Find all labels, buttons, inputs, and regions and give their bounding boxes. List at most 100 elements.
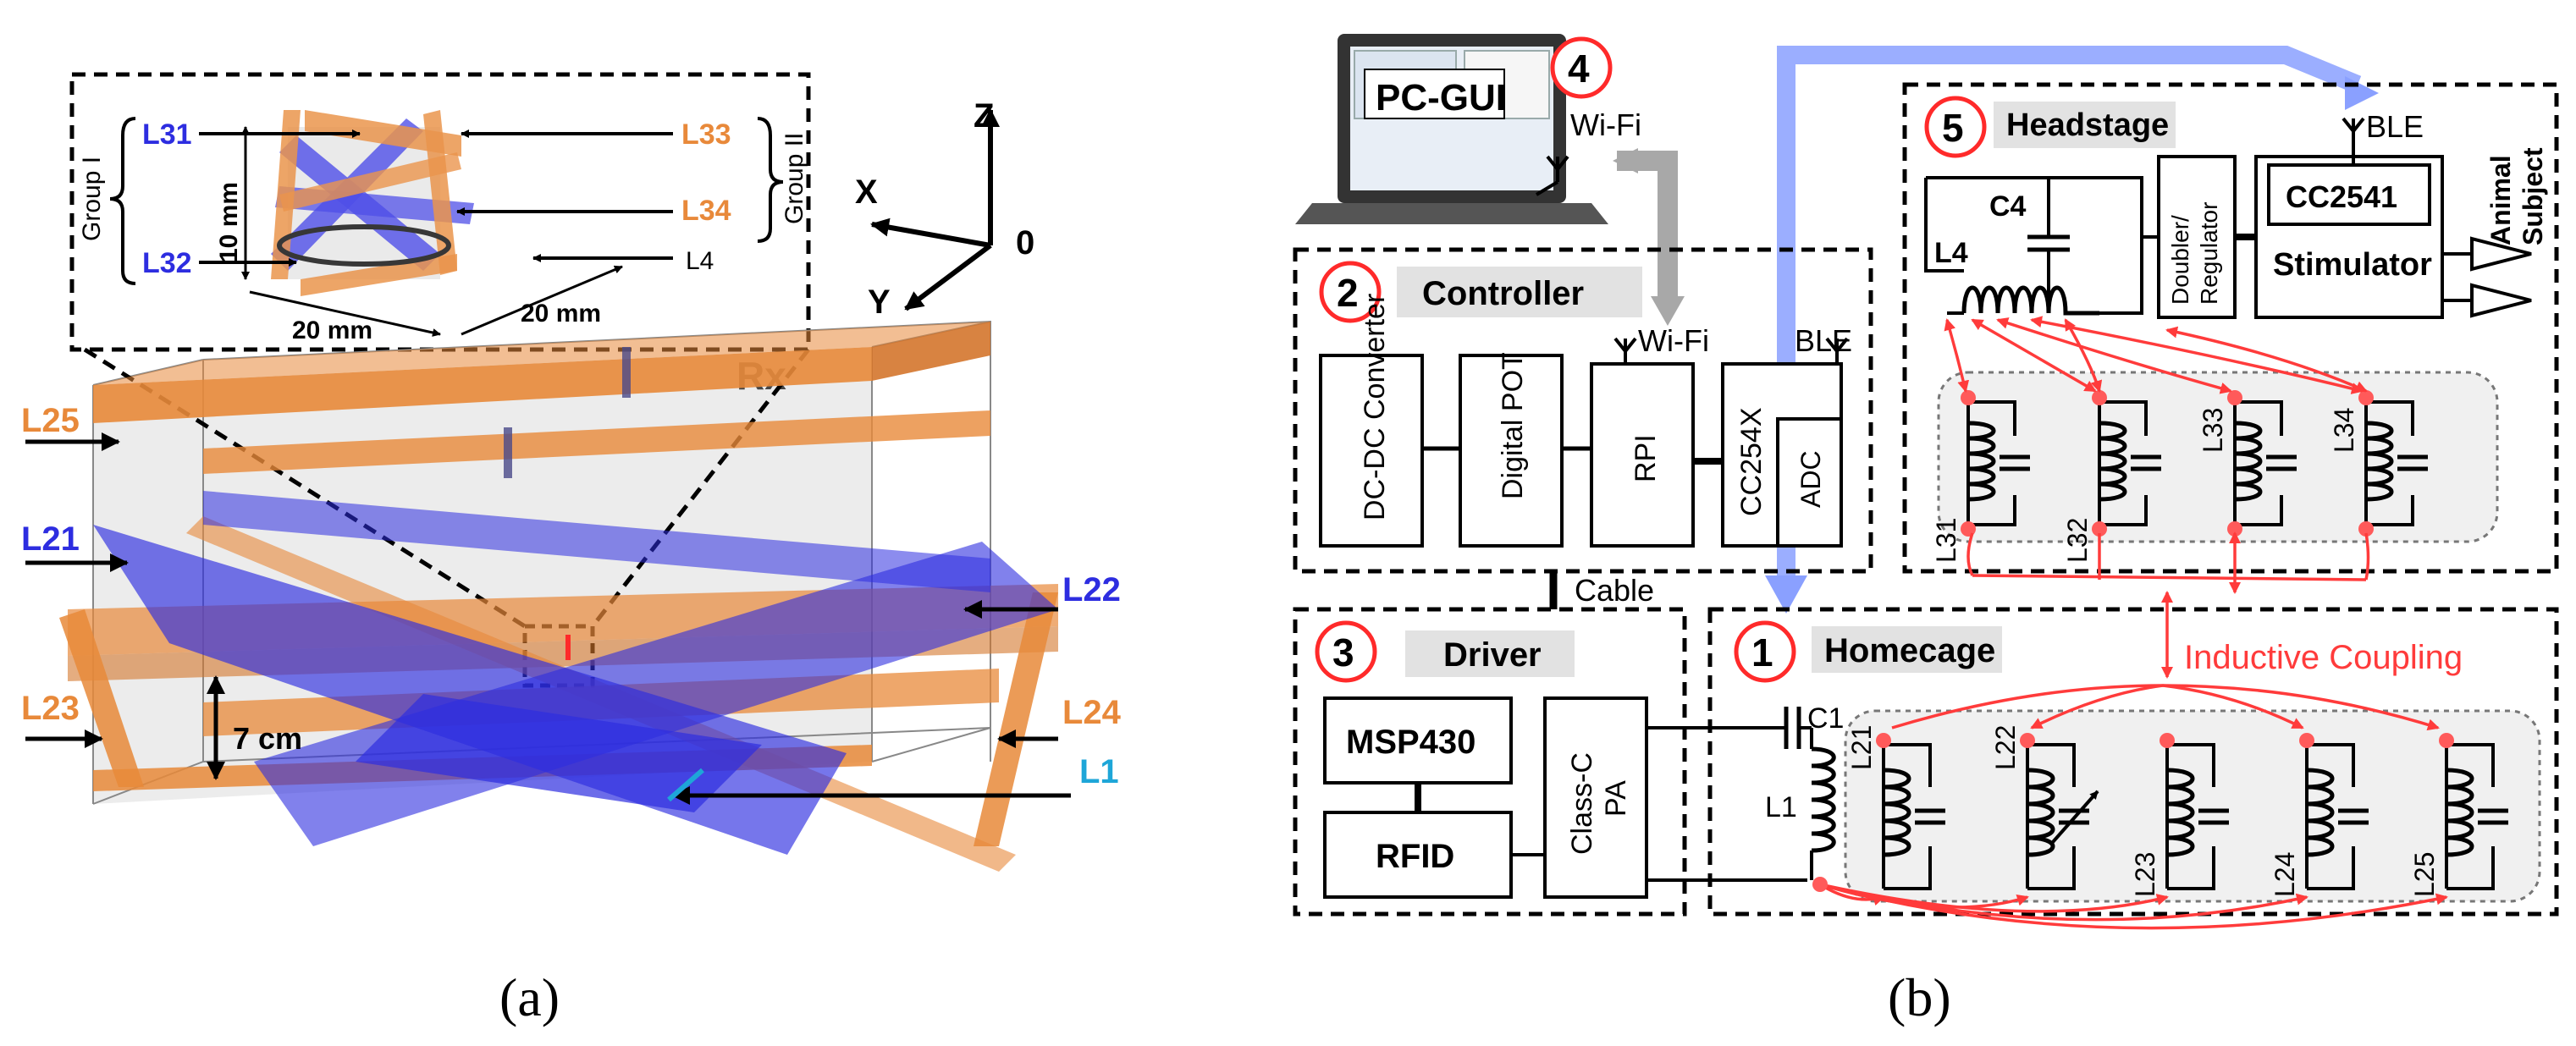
- headstage-coil-group: [1937, 371, 2499, 543]
- group1-brace: [109, 117, 136, 285]
- label-L22: L22: [1062, 571, 1121, 608]
- label-L31: L31: [142, 118, 192, 151]
- label-L32: L32: [142, 247, 192, 279]
- label-L4-inset: L4: [686, 247, 714, 275]
- homecage-coil-group: [1844, 709, 2541, 903]
- coil-L24-circuit: L24: [2270, 733, 2369, 897]
- l1-coil: [1811, 746, 1836, 853]
- stimulator-label: Stimulator: [2273, 247, 2432, 283]
- coil-L25-circuit: L25: [2409, 733, 2508, 897]
- coil-L34-circuit: L34: [2329, 390, 2428, 537]
- doubler-block: [2157, 155, 2237, 319]
- label-L25-b: L25: [2409, 852, 2440, 897]
- l4-coil: [1961, 285, 2099, 316]
- coil-L25: [93, 322, 990, 474]
- label-L31-b: L31: [1931, 518, 1961, 563]
- rpi-label: RPI: [1630, 434, 1662, 482]
- controller-wifi-label: Wi-Fi: [1638, 323, 1709, 358]
- coil-L21-L22: [93, 491, 1058, 855]
- badge-4: 4: [1568, 47, 1590, 91]
- laptop: [1295, 34, 1608, 224]
- label-20mm-2: 20 mm: [521, 300, 601, 328]
- pa-block: [1543, 696, 1648, 899]
- cc2541-label: CC2541: [2286, 179, 2397, 214]
- animal-label: AnimalSubject: [2485, 147, 2548, 245]
- pa-label-2: PA: [1600, 780, 1632, 817]
- dcdc-block: [1319, 354, 1424, 548]
- headstage-title: Headstage: [2006, 107, 2169, 143]
- cable-label: Cable: [1575, 573, 1654, 608]
- axis-y: [904, 243, 992, 311]
- label-L1: L1: [1079, 753, 1119, 790]
- label-group2: Group II: [781, 133, 808, 224]
- label-10mm: 10 mm: [215, 182, 243, 262]
- pc-gui-label: PC-GUI: [1376, 77, 1506, 118]
- rpi-block: [1590, 362, 1695, 548]
- axis-x-label: X: [855, 173, 878, 211]
- coil-L22-circuit: L22: [1990, 725, 2099, 890]
- pot-label: Digital POT: [1497, 352, 1529, 499]
- badge-2: 2: [1337, 271, 1359, 315]
- axis-origin-label: 0: [1016, 224, 1034, 262]
- dcdc-label: DC-DC Converter: [1359, 294, 1391, 520]
- label-L34-b: L34: [2329, 408, 2359, 453]
- msp430-block: [1323, 696, 1513, 784]
- headstage-ble-label: BLE: [2366, 109, 2424, 144]
- label-L34: L34: [681, 195, 731, 227]
- c4-label: C4: [1989, 190, 2027, 223]
- adc-label: ADC: [1795, 450, 1826, 508]
- caption-a: (a): [499, 967, 560, 1027]
- badge-3: 3: [1332, 630, 1354, 674]
- doubler-label: Doubler/Regulator: [2167, 202, 2222, 305]
- label-L33: L33: [681, 118, 731, 151]
- coil-L23-circuit: L23: [2130, 733, 2229, 897]
- controller-title: Controller: [1422, 275, 1584, 312]
- label-group1: Group I: [78, 157, 106, 241]
- l4-label: L4: [1934, 237, 1968, 269]
- homecage-title: Homecage: [1824, 632, 1995, 669]
- cc2541-block: [2267, 163, 2431, 226]
- badge-1: 1: [1751, 630, 1773, 674]
- panel-b: PC-GUI 4 Wi-Fi 2 Controller Wi-Fi BLE DC…: [1293, 34, 2559, 1027]
- driver-box: [1293, 607, 1687, 917]
- inset-coils: [271, 110, 474, 296]
- driver-title: Driver: [1443, 636, 1542, 674]
- badge-5: 5: [1942, 106, 1964, 150]
- pc-wifi-label: Wi-Fi: [1570, 107, 1641, 142]
- pot-block: [1459, 354, 1564, 548]
- axis-y-label: Y: [868, 284, 891, 321]
- coil-L21-circuit: L21: [1846, 725, 1945, 890]
- rfid-block: [1323, 811, 1513, 899]
- coil-L31-circuit: L31: [1931, 390, 2030, 563]
- label-L24-b: L24: [2270, 852, 2300, 897]
- rfid-label: RFID: [1376, 838, 1454, 875]
- label-20mm-1: 20 mm: [292, 317, 372, 344]
- group2-brace: [757, 117, 784, 243]
- coil-L32-circuit: L32: [2062, 390, 2161, 563]
- label-L23-b: L23: [2130, 852, 2160, 897]
- controller-box: [1293, 247, 1873, 574]
- label-L21: L21: [21, 520, 80, 558]
- pa-label-1: Class-C: [1566, 752, 1598, 855]
- cc254x-label: CC254X: [1735, 407, 1768, 516]
- label-L33-b: L33: [2198, 408, 2228, 453]
- inductive-coupling-arrows: [1819, 316, 2448, 930]
- l1-label: L1: [1765, 791, 1797, 823]
- axis-z-label: Z: [974, 97, 994, 135]
- label-L23: L23: [21, 690, 80, 727]
- label-7cm: 7 cm: [233, 721, 302, 756]
- panel-a: L31 L32 L33 L34 L4 Group I Group II 10 m…: [21, 72, 1122, 1027]
- label-L32-b: L32: [2062, 518, 2093, 563]
- label-L22-b: L22: [1990, 725, 2021, 770]
- controller-ble-label: BLE: [1795, 323, 1852, 358]
- label-L24: L24: [1062, 694, 1122, 731]
- inductive-label: Inductive Coupling: [2184, 639, 2463, 676]
- homecage-box: [1707, 607, 2559, 917]
- axis-x: [870, 217, 991, 248]
- c1-label: C1: [1807, 702, 1844, 735]
- label-L25: L25: [21, 402, 80, 439]
- adc-block: [1776, 417, 1843, 548]
- label-L21-b: L21: [1846, 725, 1877, 770]
- caption-b: (b): [1888, 967, 1951, 1027]
